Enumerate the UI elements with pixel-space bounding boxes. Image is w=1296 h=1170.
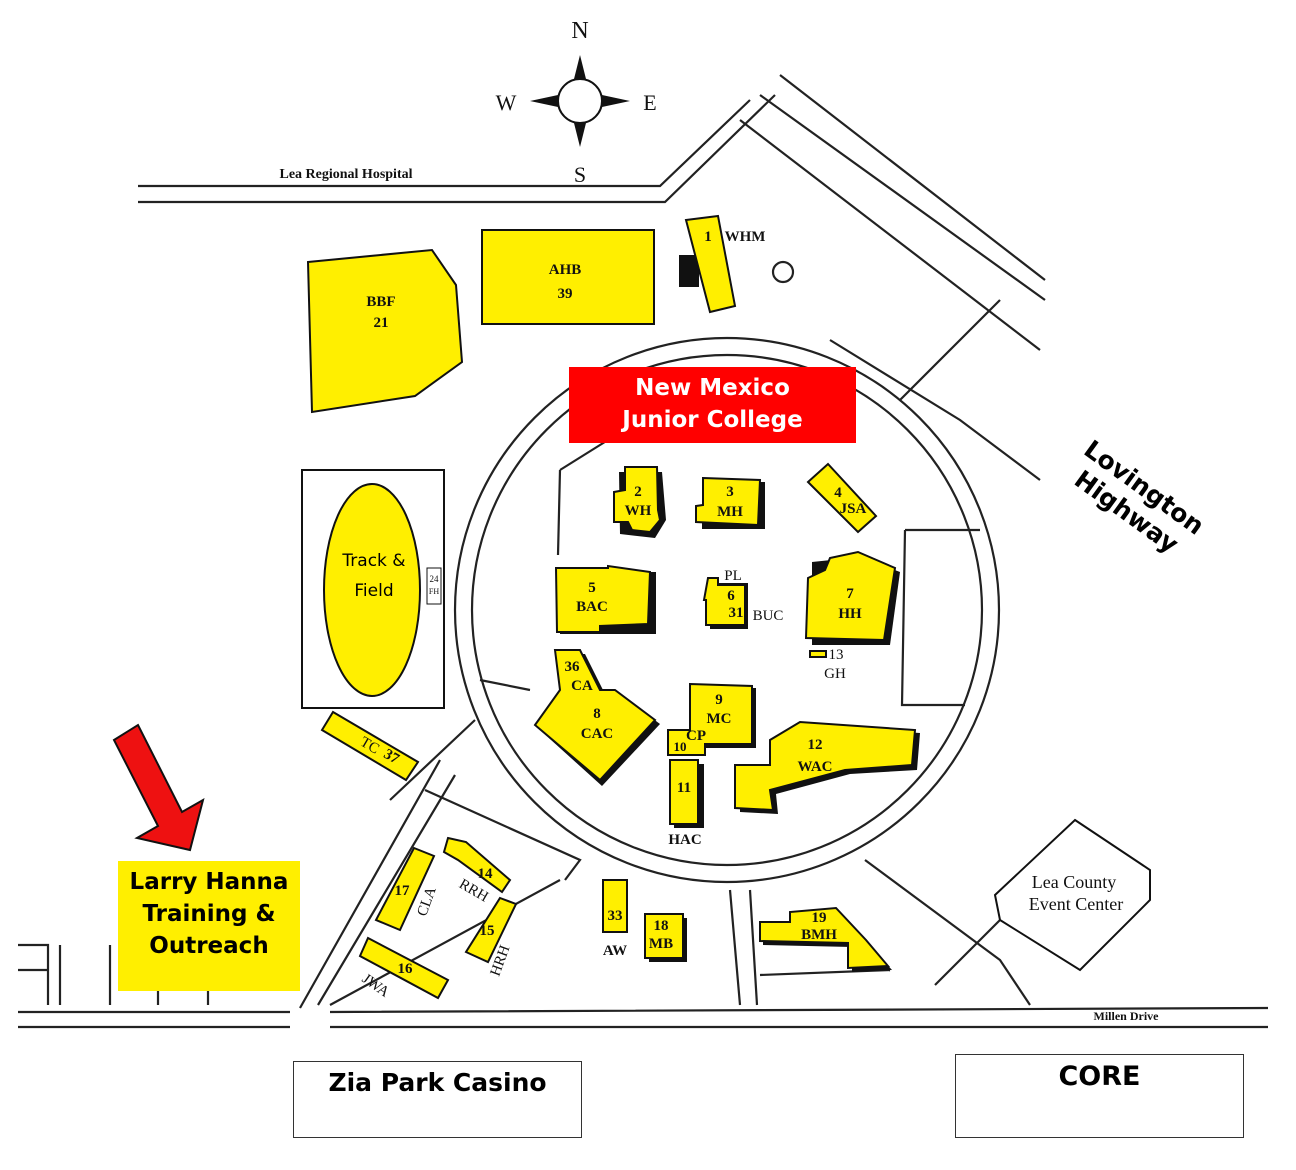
- callout-line-3: Outreach: [149, 933, 269, 959]
- building-code: HAC: [668, 832, 701, 848]
- zia-park-casino[interactable]: Zia Park Casino: [293, 1061, 582, 1138]
- building-mb[interactable]: 18 MB: [644, 913, 687, 962]
- building-num: 15: [480, 923, 495, 939]
- building-num: 17: [395, 883, 411, 899]
- compass-w: W: [496, 90, 517, 115]
- building-num: 1: [704, 229, 712, 245]
- building-num: 19: [812, 910, 827, 926]
- building-num: 9: [715, 692, 723, 708]
- building-ahb[interactable]: AHB 39: [481, 229, 655, 325]
- event-center-label-2: Event Center: [1029, 894, 1123, 914]
- building-bbf[interactable]: BBF 21: [306, 248, 464, 414]
- compass-n: N: [571, 18, 588, 44]
- title-line-2: Junior College: [622, 407, 803, 433]
- road-label-hospital: Lea Regional Hospital: [279, 167, 412, 182]
- building-num: 2: [634, 484, 642, 500]
- building-code: CAC: [581, 726, 614, 742]
- building-24-code: FH: [429, 587, 439, 596]
- building-code: PL: [724, 568, 742, 584]
- event-center-label-1: Lea County: [1032, 872, 1116, 892]
- building-code: JWA: [359, 971, 392, 1001]
- building-num: 12: [808, 737, 823, 753]
- building-num: 5: [588, 580, 596, 596]
- building-num: 11: [677, 780, 691, 796]
- title-line-1: New Mexico: [635, 375, 790, 401]
- building-code: BAC: [576, 599, 608, 615]
- building-code: WAC: [797, 759, 832, 775]
- building-mc[interactable]: 9 MC CP 10: [667, 682, 756, 756]
- building-num: 8: [593, 706, 601, 722]
- building-code: WHM: [725, 229, 766, 245]
- building-code: AHB: [549, 262, 582, 278]
- track-and-field[interactable]: Track & Field 24 FH: [301, 469, 445, 709]
- building-code: BBF: [366, 294, 395, 310]
- building-aw[interactable]: 33 AW: [602, 879, 628, 959]
- core-landmark[interactable]: CORE: [955, 1054, 1244, 1138]
- building-num: 18: [654, 918, 669, 934]
- building-num: 7: [846, 586, 854, 602]
- building-code: BUC: [753, 608, 784, 624]
- building-hac[interactable]: 11 HAC: [668, 759, 704, 848]
- compass-rose-icon: N S E W: [496, 18, 657, 187]
- building-gh[interactable]: 13 GH: [809, 647, 846, 682]
- building-code: MB: [649, 936, 673, 952]
- building-num: 4: [834, 485, 842, 501]
- building-wh[interactable]: 2 WH: [613, 466, 666, 538]
- road-label-millen: Millen Drive: [1094, 1009, 1160, 1023]
- building-num: 10: [674, 739, 687, 754]
- roads: [18, 74, 1269, 1029]
- compass-s: S: [574, 162, 586, 187]
- building-rrh[interactable]: 14 RRH: [442, 836, 512, 906]
- track-label-2: Field: [354, 581, 393, 601]
- red-arrow-icon: [112, 723, 205, 852]
- building-tc[interactable]: TC 37: [320, 710, 420, 782]
- track-label-1: Track &: [341, 551, 405, 571]
- building-bmh[interactable]: 19 BMH: [759, 906, 892, 972]
- building-code: CP: [686, 728, 706, 744]
- callout-line-2: Training &: [142, 901, 276, 927]
- building-num: 6: [727, 588, 735, 604]
- building-num: 21: [374, 315, 389, 331]
- building-num: 31: [729, 605, 744, 621]
- building-code: MH: [717, 504, 743, 520]
- larry-hanna-callout[interactable]: Larry Hanna Training & Outreach: [118, 861, 300, 991]
- building-code: AW: [603, 943, 627, 959]
- building-num: 16: [398, 961, 414, 977]
- college-title-banner: New Mexico Junior College: [569, 367, 856, 443]
- building-mh[interactable]: 3 MH: [695, 476, 765, 529]
- building-bac[interactable]: 5 BAC: [554, 564, 656, 634]
- building-num: 36: [565, 659, 581, 675]
- building-num: 33: [608, 908, 623, 924]
- building-hh[interactable]: 7 HH: [804, 550, 900, 645]
- building-buc[interactable]: PL 6 31 BUC: [702, 568, 784, 629]
- building-num: 39: [558, 286, 573, 302]
- building-whm[interactable]: 1 WHM: [679, 214, 766, 314]
- building-code: HH: [838, 606, 862, 622]
- building-wac[interactable]: 12 WAC: [734, 720, 920, 814]
- lea-county-event-center[interactable]: Lea County Event Center: [993, 818, 1151, 972]
- building-num: 14: [478, 866, 494, 882]
- building-num: 3: [726, 484, 734, 500]
- building-code: MC: [707, 711, 732, 727]
- compass-e: E: [643, 90, 656, 115]
- building-code: WH: [625, 503, 652, 519]
- building-code: CA: [571, 678, 593, 694]
- building-code: JSA: [840, 501, 867, 517]
- building-num: 13: [829, 647, 844, 663]
- building-hrh[interactable]: 15 HRH: [464, 896, 518, 978]
- callout-line-1: Larry Hanna: [129, 869, 289, 895]
- building-24-num: 24: [430, 574, 440, 584]
- building-jsa[interactable]: 4 JSA: [806, 462, 878, 534]
- building-code: BMH: [801, 927, 837, 943]
- building-cac[interactable]: 36 CA 8 CAC: [533, 649, 660, 786]
- building-cla[interactable]: 17 CLA: [374, 846, 440, 932]
- building-code: GH: [824, 666, 846, 682]
